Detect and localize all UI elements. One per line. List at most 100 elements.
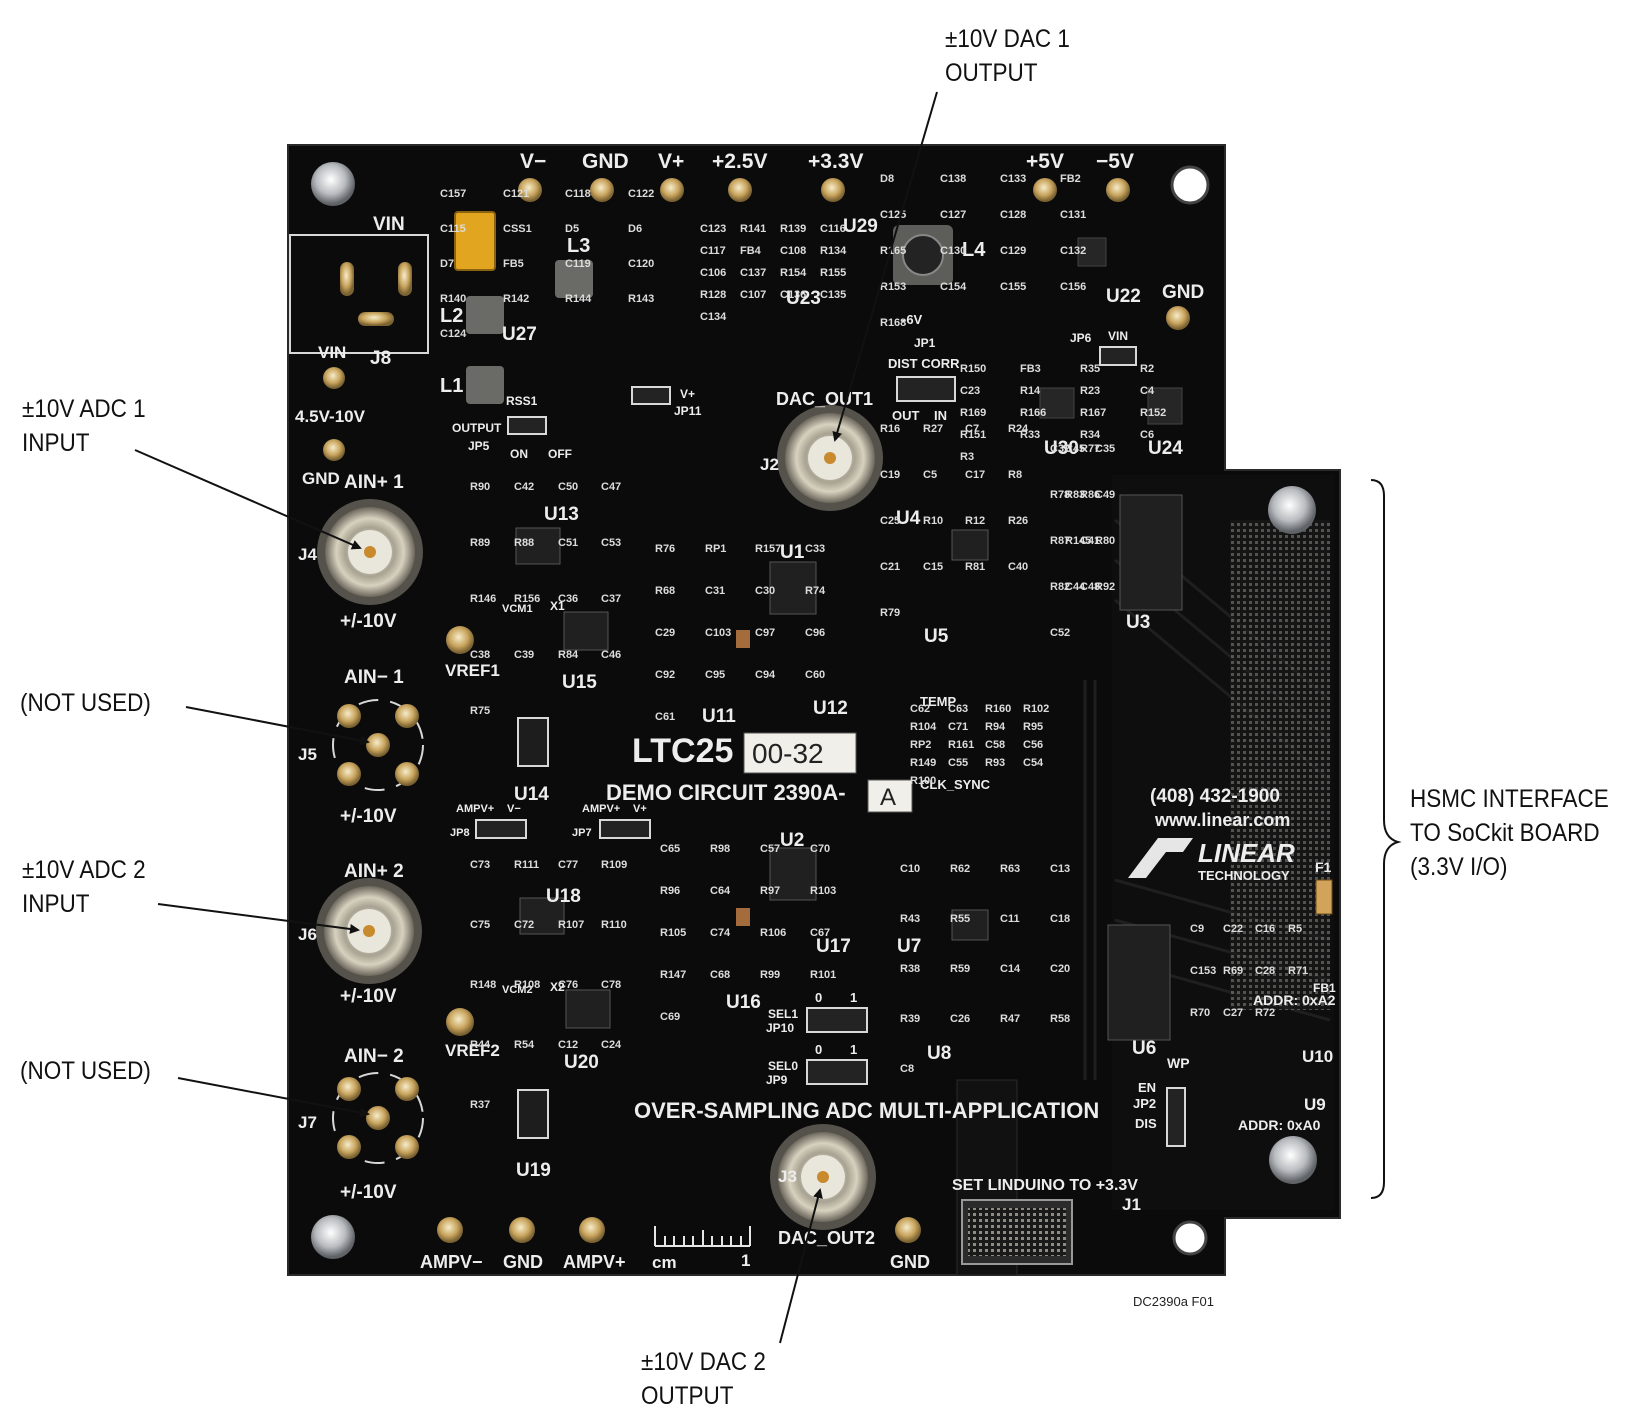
passive-c127: C127	[940, 209, 966, 221]
passive-r161: R161	[948, 739, 974, 751]
passive-c129: C129	[1000, 245, 1026, 257]
passive-r8: R8	[1008, 469, 1022, 481]
passive-r147: R147	[660, 969, 686, 981]
callout-hsmc-line1: HSMC INTERFACE	[1410, 785, 1609, 813]
passive-r105: R105	[660, 927, 686, 939]
leader-adc1	[134, 449, 362, 550]
pin-label-gnd-right: GND	[1162, 282, 1204, 303]
passive-c77: C77	[558, 859, 578, 871]
passive-c5: C5	[923, 469, 937, 481]
passive-c23: C23	[960, 385, 980, 397]
passive-r92: R92	[1095, 581, 1115, 593]
callout-adc1-line1: ±10V ADC 1	[22, 395, 146, 423]
minus6v-label: -6V	[902, 312, 923, 327]
passive-r156: R156	[514, 593, 540, 605]
passive-c30: C30	[755, 585, 775, 597]
set-linduino-label: SET LINDUINO TO +3.3V	[952, 1177, 1138, 1194]
pm-label-3: +/-10V	[340, 986, 397, 1007]
passive-r111: R111	[514, 859, 539, 871]
passive-r166: R166	[1020, 407, 1046, 419]
passive-c10: C10	[900, 863, 920, 875]
passive-d8: D8	[880, 173, 894, 185]
passive-c28: C28	[1255, 965, 1275, 977]
ic-u15: U15	[562, 672, 597, 693]
rss1-label: RSS1	[506, 394, 538, 408]
passive-c72: C72	[514, 919, 534, 931]
pin-label-2v5: +2.5V	[712, 150, 767, 173]
leader-nu1	[185, 706, 370, 746]
passive-c51: C51	[558, 537, 578, 549]
passive-c96: C96	[805, 627, 825, 639]
j1-label: J1	[1122, 1195, 1141, 1214]
ic-u10: U10	[1302, 1047, 1333, 1066]
passive-r5: R5	[1288, 923, 1302, 935]
callout-nu2-line1: (NOT USED)	[20, 1057, 151, 1085]
sel0-zero: 0	[815, 1042, 822, 1057]
ic-u11: U11	[702, 706, 736, 727]
passive-r55: R55	[950, 913, 970, 925]
passive-c107: C107	[740, 289, 766, 301]
bottom-pin-ampvplus: AMPV+	[563, 1252, 626, 1272]
passive-r35: R35	[1080, 363, 1100, 375]
callout-dac1-line1: ±10V DAC 1	[945, 25, 1070, 53]
passive-c132: C132	[1060, 245, 1086, 257]
passive-r86: R86	[1080, 489, 1100, 501]
passive-r81: R81	[965, 561, 985, 573]
ic-u2: U2	[780, 830, 804, 851]
jp9-label: JP9	[766, 1073, 788, 1087]
passive-c157: C157	[440, 188, 466, 200]
passive-c70: C70	[810, 843, 830, 855]
hsmc-pin-field	[1230, 520, 1330, 1010]
demo-suffix: A	[880, 784, 896, 811]
passive-c115: C115	[440, 223, 466, 235]
passive-c94: C94	[755, 669, 776, 681]
passive-r27: R27	[923, 423, 943, 435]
passive-c57: C57	[760, 843, 780, 855]
passive-r43: R43	[900, 913, 920, 925]
passive-c39: C39	[514, 649, 534, 661]
passive-r78: R78	[1050, 489, 1070, 501]
passive-r151: R151	[960, 429, 986, 441]
ic-u19: U19	[516, 1160, 551, 1181]
passive-r84: R84	[558, 649, 579, 661]
ic-u8: U8	[927, 1043, 951, 1064]
passive-r95: R95	[1023, 721, 1043, 733]
passive-c19: C19	[880, 469, 900, 481]
passive-c53: C53	[601, 537, 621, 549]
callout-dac2-line2: OUTPUT	[641, 1382, 734, 1410]
ic-u20: U20	[564, 1052, 599, 1073]
passive-d6: D6	[628, 223, 642, 235]
callout-not-used-1: (NOT USED)	[20, 686, 151, 720]
ic-u13: U13	[544, 504, 579, 525]
leader-adc2	[157, 903, 360, 934]
passive-c67: C67	[810, 927, 830, 939]
passive-css1: CSS1	[503, 223, 532, 235]
ic-u14: U14	[514, 784, 549, 805]
ic-u22: U22	[1106, 286, 1141, 307]
passive-c12: C12	[558, 1039, 578, 1051]
vin-gnd-label: GND	[302, 469, 340, 488]
passive-r160: R160	[985, 703, 1011, 715]
jp5-off-label: OFF	[548, 447, 572, 461]
j5-label: J5	[298, 745, 317, 764]
passive-fb2: FB2	[1060, 173, 1081, 185]
clk-sync-label: CLK_SYNC	[920, 777, 991, 792]
passive-c50: C50	[558, 481, 578, 493]
passive-c13: C13	[1050, 863, 1070, 875]
silkscreen-text: V− GND V+ +2.5V +3.3V +5V −5V GND VIN J8…	[295, 150, 1336, 1272]
silk-plates	[743, 732, 913, 813]
ic-u18: U18	[546, 886, 581, 907]
bnc-j6	[316, 878, 422, 984]
passive-c26: C26	[950, 1013, 970, 1025]
bottom-pin-ampvminus: AMPV−	[420, 1252, 483, 1272]
passive-r146: R146	[470, 593, 496, 605]
passive-c21: C21	[880, 561, 900, 573]
passive-c4: C4	[1140, 385, 1155, 397]
callout-hsmc-line2: TO SoCkit BOARD	[1410, 819, 1600, 847]
pin-label-vminus: V−	[520, 150, 546, 173]
passive-c44: C44	[1065, 581, 1086, 593]
passive-r169: R169	[960, 407, 986, 419]
vin-range-label: 4.5V-10V	[295, 407, 366, 426]
